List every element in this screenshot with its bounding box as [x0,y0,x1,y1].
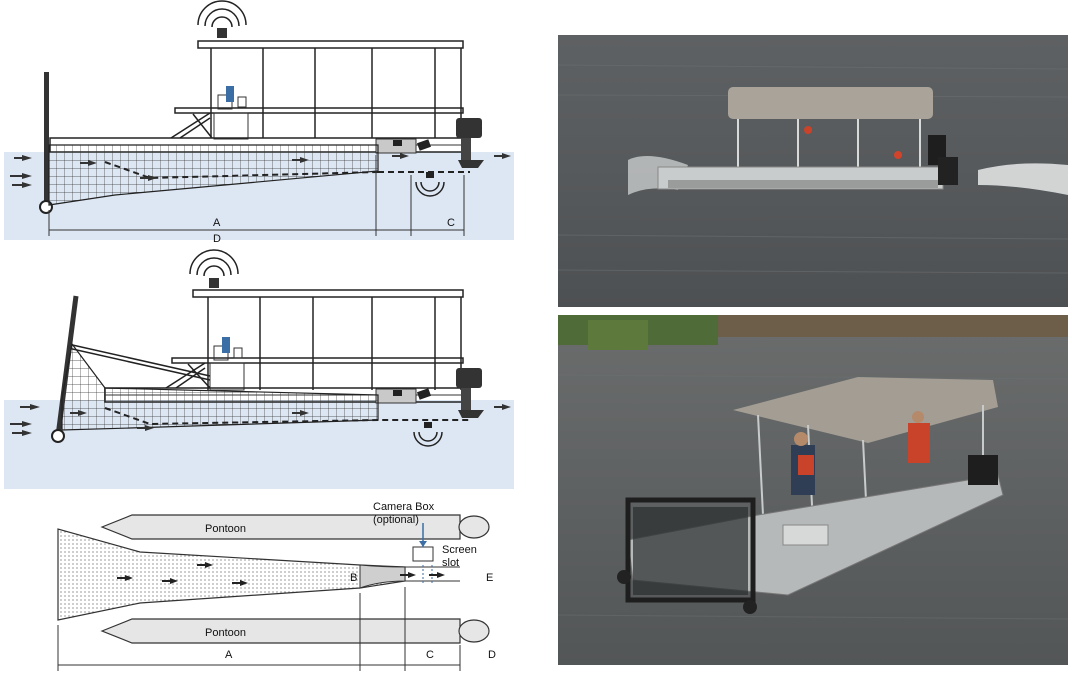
sonar-antenna-icon [197,0,247,38]
net-frame [625,497,756,603]
sonar-antenna-icon [189,249,239,288]
canopy-roof [197,40,464,49]
pontoon-bottom [100,618,461,644]
console [213,86,249,140]
dim-label-a: A [225,649,233,661]
canopy [733,377,998,443]
dim-label-d: D [213,233,221,245]
net [61,342,379,431]
outboard-motor-icon [456,118,484,168]
dim-label-d: D [488,649,496,661]
dim-label-b: B [350,572,357,584]
screen-slot-label-2: slot [442,557,459,569]
sonar-signal-icon [413,422,443,447]
dim-label-c: C [426,649,434,661]
camera-box-label: Camera Box [373,501,435,513]
dim-label-c: C [447,217,455,229]
pontoon-top-label: Pontoon [205,523,246,535]
plan-view: Pontoon Pontoon Camera Box (optional) Sc… [0,495,520,676]
photo-boat-underway [558,35,1068,307]
camera-box-note: (optional) [373,514,419,526]
motor-top-icon [458,515,490,539]
photo-boat-closeup [558,315,1068,665]
dimension-lines [57,587,461,671]
canopy [728,87,933,119]
dim-label-e: E [486,572,493,584]
fish-icons [117,562,445,586]
fish-icons [10,153,511,188]
outboard-motor-icon [456,368,484,418]
wheel [51,429,65,443]
motor-bottom-icon [458,619,490,643]
dim-label-a: A [213,217,221,229]
pontoon-bottom-label: Pontoon [205,627,246,639]
screen-slot-label-1: Screen [442,544,477,556]
side-view-lowered: A C D [0,0,520,245]
side-view-raised [0,248,520,493]
sonar-signal-icon [415,172,445,197]
fish-icons [10,404,511,436]
dimension-lines [48,155,465,236]
camera-box [412,546,434,562]
lift-post [55,295,79,437]
lift-post [44,72,49,204]
lift-frame [170,112,213,139]
